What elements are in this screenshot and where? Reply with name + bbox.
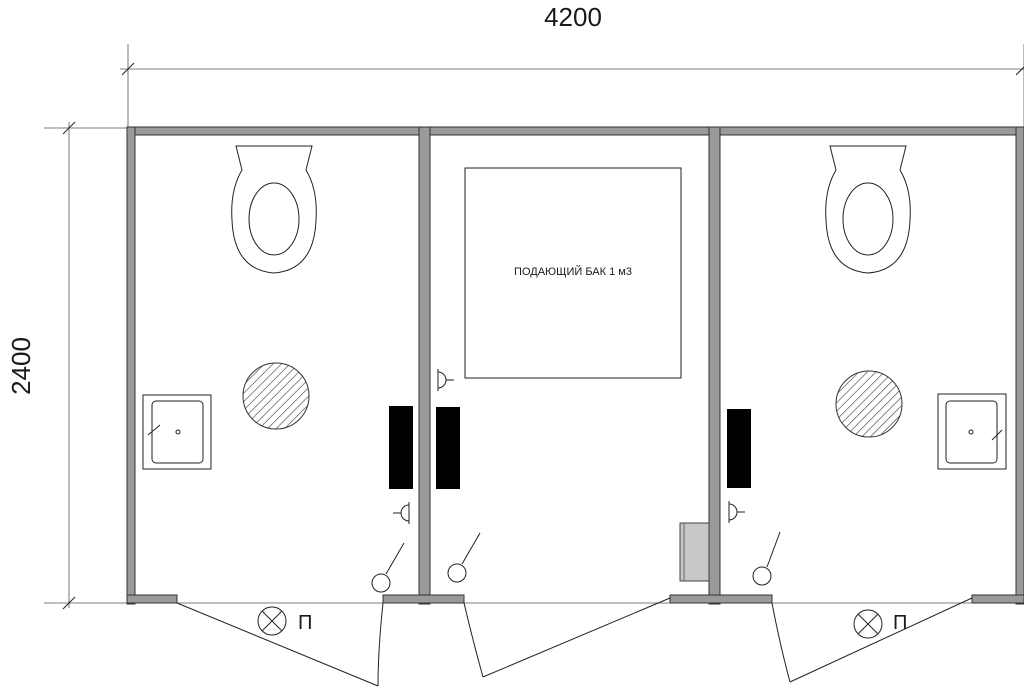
door-left	[176, 602, 384, 687]
switch-icon	[393, 502, 410, 524]
width-label: 4200	[544, 2, 602, 32]
tank-label: ПОДАЮЩИЙ БАК 1 м3	[514, 265, 632, 278]
floor-drain-icon	[242, 362, 310, 430]
switch-icon	[437, 369, 454, 391]
pump-icon	[679, 522, 710, 582]
toilet-right	[825, 145, 911, 274]
heater-icon	[727, 409, 751, 488]
width-dimension: 4200	[120, 2, 1024, 128]
wall-lamp-icon	[447, 532, 481, 583]
wall-lamp-icon	[371, 542, 405, 593]
height-dimension: 2400	[6, 121, 128, 610]
wall-lamp-icon	[752, 531, 781, 586]
switch-icon	[728, 501, 745, 523]
sink-left	[142, 394, 212, 470]
toilet-left	[231, 145, 317, 274]
heater-icon	[436, 407, 460, 489]
sink-right	[937, 393, 1007, 470]
room-marker-left: П	[298, 612, 312, 634]
floor-drain-icon	[835, 370, 903, 438]
room-marker-right: П	[893, 612, 907, 634]
ceiling-light-icon	[257, 606, 287, 636]
height-label: 2400	[6, 337, 36, 395]
ceiling-light-icon	[853, 609, 883, 639]
walls	[126, 126, 1024, 605]
door-middle	[463, 597, 671, 678]
tank	[464, 167, 682, 379]
heater-icon	[389, 406, 413, 489]
door-right	[771, 597, 973, 683]
